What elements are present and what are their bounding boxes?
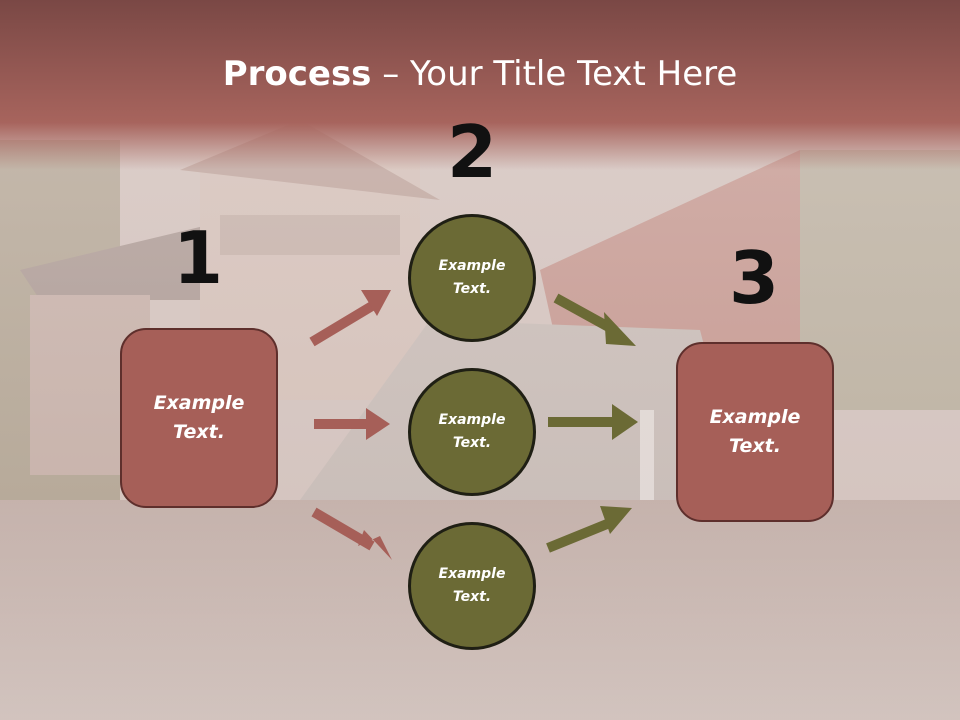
title-bold: Process — [222, 54, 372, 94]
step-1-label: Example Text. — [153, 392, 245, 443]
step-number-3: 3 — [728, 236, 780, 320]
step-3-box[interactable]: Example Text. — [676, 342, 834, 522]
circle-3-label: Example Text. — [438, 566, 506, 605]
step-2-circle-top[interactable]: Example Text. — [408, 214, 536, 342]
step-1-box[interactable]: Example Text. — [120, 328, 278, 508]
step-3-label: Example Text. — [709, 406, 801, 457]
step-number-2: 2 — [446, 110, 498, 194]
arrow-circle1-to-step3 — [553, 293, 636, 346]
circle-1-label: Example Text. — [438, 258, 506, 297]
arrow-step1-to-circle1 — [308, 290, 391, 347]
title-rest: – Your Title Text Here — [371, 54, 738, 94]
step-2-circle-bottom[interactable]: Example Text. — [408, 522, 536, 650]
arrow-circle3-to-step3 — [546, 506, 632, 553]
circle-2-label: Example Text. — [438, 412, 506, 451]
step-2-circle-middle[interactable]: Example Text. — [408, 368, 536, 496]
arrow-circle2-to-step3 — [548, 404, 638, 440]
slide-title: Process – Your Title Text Here — [0, 52, 960, 96]
arrow-step1-to-circle2 — [314, 408, 390, 440]
step-number-1: 1 — [172, 216, 224, 300]
arrow-step1-to-circle3 — [311, 507, 392, 560]
